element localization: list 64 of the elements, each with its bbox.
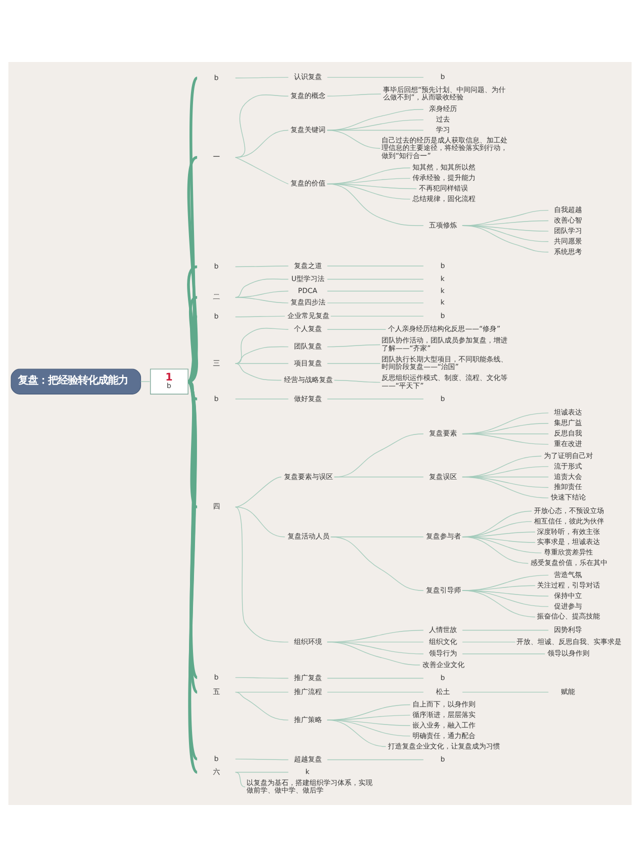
connector xyxy=(235,476,282,507)
connector xyxy=(462,536,536,542)
connector xyxy=(235,278,289,298)
connector xyxy=(462,455,542,477)
connector xyxy=(326,302,424,303)
connector xyxy=(326,76,424,78)
connector xyxy=(326,362,381,364)
connector xyxy=(235,771,289,772)
connector xyxy=(235,362,289,364)
connector xyxy=(326,183,424,226)
connector xyxy=(140,380,150,382)
connector xyxy=(326,677,424,678)
node-box: 复盘：把经验转化成能力 xyxy=(10,368,142,394)
connector xyxy=(187,380,198,508)
connector xyxy=(330,536,424,537)
connector xyxy=(235,76,289,78)
connector xyxy=(235,691,289,692)
connector xyxy=(326,758,424,760)
connector xyxy=(326,328,386,330)
connector xyxy=(235,362,282,380)
connector xyxy=(326,278,424,280)
connector xyxy=(462,629,549,630)
connector xyxy=(326,398,424,399)
connector xyxy=(334,476,424,477)
connector xyxy=(235,156,289,184)
connector xyxy=(326,704,411,720)
connector xyxy=(235,346,289,364)
connector xyxy=(462,209,549,226)
connector xyxy=(186,76,198,382)
connector xyxy=(462,691,549,692)
connector xyxy=(235,398,289,399)
connector xyxy=(235,296,289,303)
connector xyxy=(462,574,549,590)
connector xyxy=(326,629,424,642)
connector xyxy=(235,265,289,267)
connector xyxy=(462,510,532,537)
connector xyxy=(330,536,424,590)
connector xyxy=(235,758,289,760)
connector xyxy=(235,290,289,298)
connector xyxy=(334,433,424,477)
connector xyxy=(334,379,381,382)
connector xyxy=(326,183,411,200)
connector xyxy=(326,167,411,184)
connector xyxy=(462,641,516,642)
connector xyxy=(326,691,424,692)
connector xyxy=(326,290,424,291)
connector xyxy=(235,771,246,787)
connector xyxy=(326,265,424,266)
connector xyxy=(235,676,289,678)
connector xyxy=(235,506,286,537)
connector xyxy=(326,108,424,130)
connector xyxy=(235,691,289,720)
connector xyxy=(235,506,289,642)
connector xyxy=(326,344,381,347)
connector xyxy=(187,264,198,382)
connector xyxy=(330,315,424,316)
connector xyxy=(462,412,549,434)
connector xyxy=(187,156,198,382)
connector xyxy=(235,327,289,364)
connector xyxy=(326,93,382,96)
connector xyxy=(462,653,546,654)
connector xyxy=(235,315,286,317)
connector xyxy=(462,536,542,553)
connector xyxy=(235,94,289,158)
